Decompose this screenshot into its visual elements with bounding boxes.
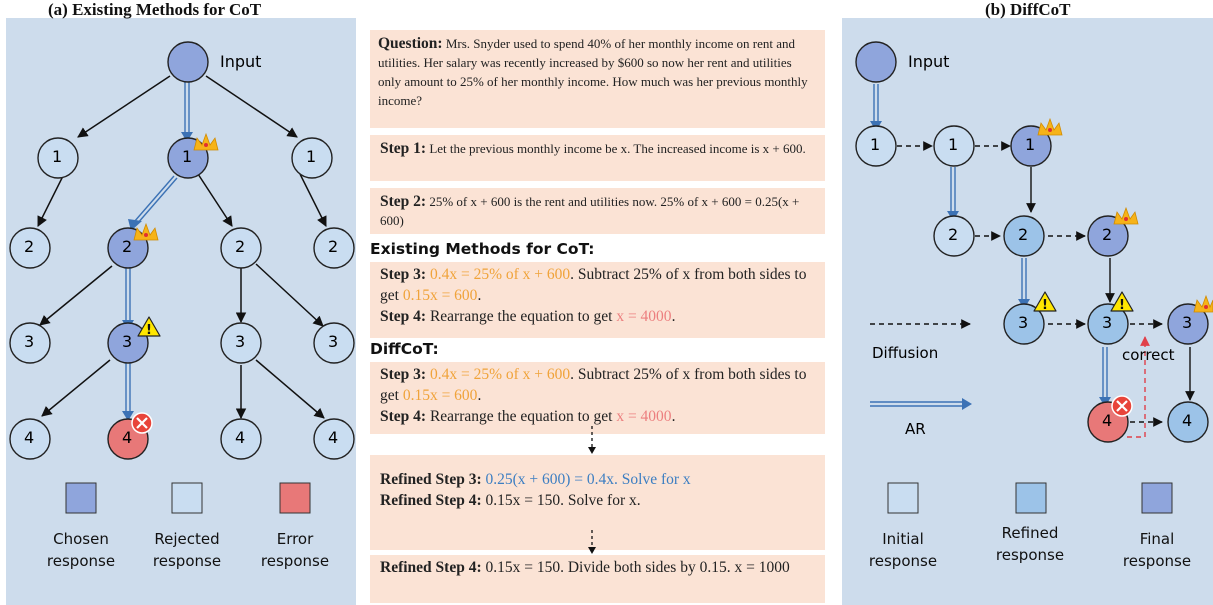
warning-icon: ! <box>137 316 161 338</box>
legend-swatch-initial <box>887 482 919 514</box>
tree-node-input <box>167 41 209 83</box>
correct-label: correct <box>1122 346 1175 364</box>
refined-steps-box: Refined Step 3: 0.25(x + 600) = 0.4x. So… <box>370 455 825 550</box>
tree-node <box>291 137 333 179</box>
step1-box: Step 1: Let the previous monthly income … <box>370 135 825 181</box>
tree-node <box>313 227 355 269</box>
warning-icon: ! <box>1110 291 1134 313</box>
tree-node <box>220 227 262 269</box>
error-icon <box>1111 395 1133 417</box>
error-icon <box>131 412 153 434</box>
legend-swatch-rejected <box>171 482 203 514</box>
crown-icon <box>1113 206 1139 225</box>
edge <box>205 75 298 138</box>
warning-icon: ! <box>1033 291 1057 313</box>
tree-node <box>37 137 79 179</box>
diffcot-heading: DiffCoT: <box>370 340 439 358</box>
left-panel-title: (a) Existing Methods for CoT <box>48 0 262 19</box>
legend-swatch-error <box>279 482 311 514</box>
edge <box>41 359 111 417</box>
final-step-box: Refined Step 4: 0.15x = 150. Divide both… <box>370 555 825 603</box>
edge <box>255 359 325 419</box>
edge <box>77 75 171 138</box>
step2-box: Step 2: 25% of x + 600 is the rent and u… <box>370 188 825 234</box>
tree-node <box>9 418 51 460</box>
crown-icon <box>1193 294 1213 313</box>
svg-text:!: ! <box>146 323 152 338</box>
legend-swatch-refined <box>1015 482 1047 514</box>
existing-methods-heading: Existing Methods for CoT: <box>370 240 595 258</box>
tree-node <box>9 227 51 269</box>
edge <box>39 265 113 326</box>
tree-node <box>313 322 355 364</box>
crown-icon <box>193 132 219 151</box>
diffusion-label: Diffusion <box>872 344 939 362</box>
tree-node <box>9 322 51 364</box>
diffcot-steps-box: Step 3: 0.4x = 25% of x + 600. Subtract … <box>370 362 825 434</box>
tree-node <box>220 418 262 460</box>
existing-steps-box: Step 3: 0.4x = 25% of x + 600. Subtract … <box>370 262 825 338</box>
svg-text:!: ! <box>1119 298 1125 313</box>
tree-node <box>107 322 149 364</box>
ar-label: AR <box>905 420 926 438</box>
legend-swatch-chosen <box>65 482 97 514</box>
edge <box>299 173 327 227</box>
crown-icon <box>1037 117 1063 136</box>
right-panel-title: (b) DiffCoT <box>985 0 1071 19</box>
tree-node <box>220 322 262 364</box>
svg-text:!: ! <box>1042 298 1048 313</box>
tree-node <box>313 418 355 460</box>
edge <box>197 173 233 227</box>
edge <box>255 263 324 327</box>
edge <box>37 173 65 227</box>
legend-swatch-final <box>1141 482 1173 514</box>
input-label-right: Input <box>908 52 950 71</box>
input-label-left: Input <box>220 52 262 71</box>
question-box: Question: Mrs. Snyder used to spend 40% … <box>370 30 825 128</box>
left-tree-diagram: ! <box>9 41 355 514</box>
crown-icon <box>133 222 159 241</box>
